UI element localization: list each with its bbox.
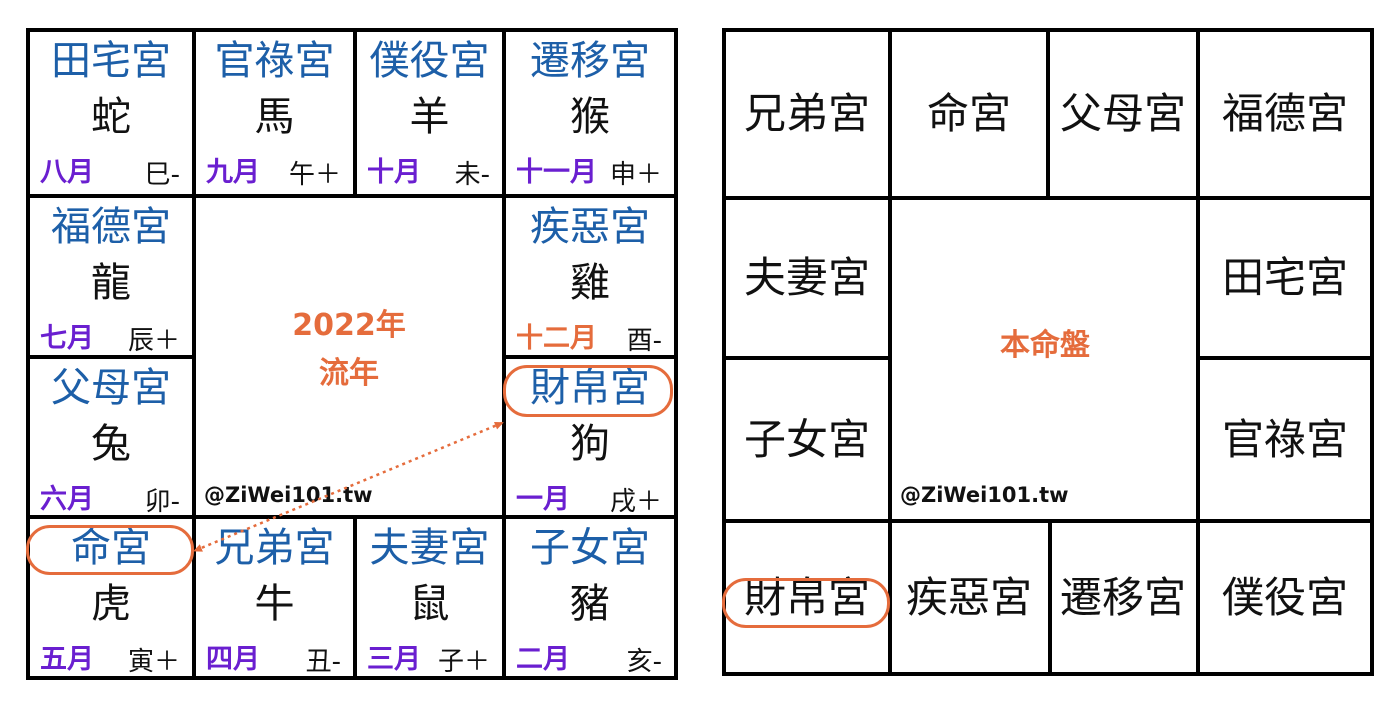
natal-palace-name: 田宅宮: [1221, 253, 1348, 302]
grid-line: [353, 28, 357, 198]
natal-palace-name: 財帛宮: [743, 573, 870, 622]
natal-palace-name: 子女宮: [743, 415, 870, 464]
grid-line: [192, 28, 196, 680]
earthly-branch: 辰＋: [127, 326, 180, 356]
natal-palace-name: 官祿宮: [1221, 415, 1348, 464]
zodiac-animal: 馬: [254, 94, 295, 140]
zodiac-animal: 牛: [254, 581, 295, 627]
palace-name: 遷移宮: [530, 38, 650, 84]
month-label: 七月: [40, 323, 94, 354]
grid-line: [1048, 519, 1052, 676]
annual-year: 2022年: [292, 308, 406, 343]
grid-line: [26, 355, 196, 359]
natal-palace-name: 僕役宮: [1221, 573, 1348, 622]
palace-name: 疾惡宮: [530, 204, 650, 250]
grid-line: [502, 28, 506, 680]
grid-line: [722, 356, 892, 360]
palace-cell: 子女宮豬二月 亥-: [506, 519, 674, 677]
natal-palace-name: 福德宮: [1221, 89, 1348, 138]
natal-palace-name: 命宮: [926, 89, 1011, 138]
palace-cell: 財帛宮狗一月 戌＋: [506, 359, 674, 517]
earthly-branch: 未-: [454, 160, 490, 190]
zodiac-animal: 狗: [570, 421, 610, 467]
earthly-branch: 丑-: [305, 647, 341, 677]
natal-palace-name: 兄弟宮: [743, 89, 870, 138]
palace-name: 子女宮: [530, 525, 650, 571]
earthly-branch: 申＋: [609, 160, 662, 190]
earthly-branch: 卯-: [144, 487, 180, 517]
palace-name: 福德宮: [51, 204, 171, 250]
arrow-line: [193, 421, 504, 553]
wealth-palace-highlight: [503, 365, 673, 417]
grid-line: [1046, 28, 1050, 200]
earthly-branch: 亥-: [626, 647, 662, 677]
natal-label: 本命盤: [1000, 328, 1090, 363]
palace-name: 官祿宮: [214, 38, 335, 84]
grid-line: [1196, 28, 1200, 676]
zodiac-animal: 猴: [570, 94, 610, 140]
month-label: 十一月: [516, 157, 597, 188]
month-label: 十二月: [516, 323, 597, 354]
palace-cell: 福德宮龍七月 辰＋: [30, 198, 192, 356]
zodiac-animal: 豬: [570, 581, 610, 627]
palace-cell: 命宮虎五月 寅＋: [30, 519, 192, 677]
natal-chart: 兄弟宮命宮父母宮福德宮夫妻宮田宅宮子女宮官祿宮財帛宮疾惡宮遷移宮僕役宮 本命盤 …: [722, 28, 1374, 680]
earthly-branch: 子＋: [437, 647, 490, 677]
earthly-branch: 寅＋: [127, 647, 180, 677]
natal-palace-name: 父母宮: [1059, 89, 1186, 138]
grid-line: [1198, 356, 1374, 360]
watermark: @ZiWei101.tw: [900, 483, 1069, 507]
month-label: 三月: [367, 644, 421, 675]
zodiac-animal: 蛇: [91, 94, 131, 140]
zodiac-animal: 虎: [91, 581, 131, 627]
natal-palace-name: 夫妻宮: [743, 253, 870, 302]
palace-cell: 父母宮兔六月 卯-: [30, 359, 192, 517]
grid-line: [722, 28, 726, 676]
zodiac-animal: 兔: [91, 421, 131, 467]
palace-name: 田宅宮: [51, 38, 171, 84]
grid-line: [504, 355, 678, 359]
natal-palace-name: 遷移宮: [1059, 573, 1186, 622]
wealth-palace-highlight: [722, 578, 890, 628]
month-label: 四月: [206, 644, 260, 675]
grid-line: [1370, 28, 1374, 676]
earthly-branch: 午＋: [288, 160, 341, 190]
palace-name: 僕役宮: [369, 38, 490, 84]
ming-palace-highlight: [26, 525, 194, 575]
month-label: 八月: [40, 157, 94, 188]
month-label: 一月: [516, 484, 570, 515]
month-label: 五月: [40, 644, 94, 675]
palace-cell: 僕役宮羊十月 未-: [357, 32, 502, 190]
zodiac-animal: 雞: [570, 260, 610, 306]
palace-cell: 疾惡宮雞十二月酉-: [506, 198, 674, 356]
zodiac-animal: 羊: [409, 94, 450, 140]
month-label: 二月: [516, 644, 570, 675]
month-label: 六月: [40, 484, 94, 515]
grid-line: [26, 28, 678, 32]
annual-label: 流年: [319, 356, 379, 391]
grid-line: [674, 28, 678, 680]
palace-name: 命宮: [71, 525, 151, 571]
annual-chart: 田宅宮蛇八月 巳- 官祿宮馬九月午＋ 僕役宮羊十月 未- 遷移宮猴十一月申＋ 福德宮龍七月 辰…: [26, 28, 678, 680]
palace-cell: 遷移宮猴十一月申＋: [506, 32, 674, 190]
zodiac-animal: 龍: [91, 260, 131, 306]
grid-line: [26, 194, 678, 198]
earthly-branch: 戌＋: [609, 487, 662, 517]
grid-line: [888, 28, 892, 676]
grid-line: [26, 676, 678, 680]
earthly-branch: 酉-: [626, 326, 662, 356]
month-label: 九月: [206, 157, 260, 188]
palace-cell: 官祿宮馬九月午＋: [196, 32, 353, 190]
month-label: 十月: [367, 157, 421, 188]
grid-line: [26, 28, 30, 680]
earthly-branch: 巳-: [144, 160, 180, 190]
zodiac-animal: 鼠: [409, 581, 450, 627]
palace-cell: 田宅宮蛇八月 巳-: [30, 32, 192, 190]
natal-palace-name: 疾惡宮: [905, 573, 1032, 622]
palace-name: 財帛宮: [530, 365, 650, 411]
grid-line: [353, 515, 357, 680]
palace-name: 父母宮: [51, 365, 171, 411]
